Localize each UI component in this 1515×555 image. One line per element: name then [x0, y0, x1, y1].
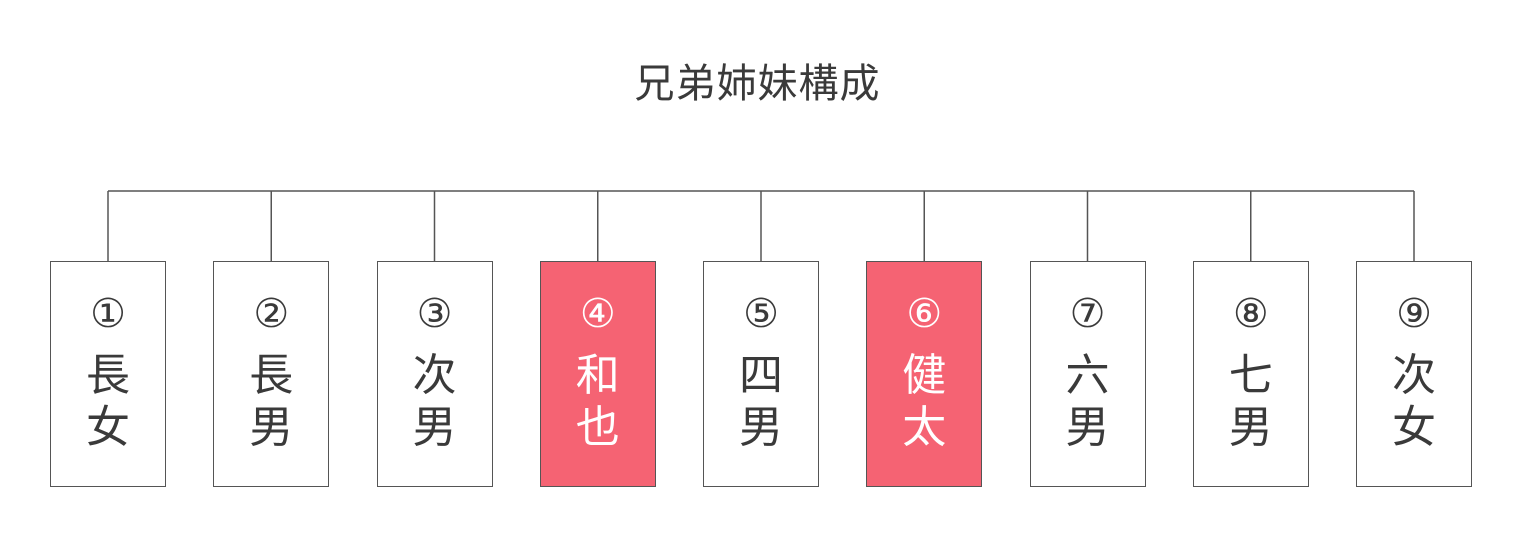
sibling-name-line2: 男	[739, 402, 783, 453]
sibling-name-line2: 男	[1065, 402, 1110, 453]
sibling-name-line1: 次	[412, 350, 457, 401]
sibling-name: 長 女	[51, 350, 165, 454]
sibling-name: 和 也	[541, 350, 655, 454]
sibling-number: ①	[90, 291, 126, 337]
sibling-number: ④	[579, 291, 616, 337]
sibling-box-2: ② 長 男	[213, 261, 330, 487]
sibling-name: 六 男	[1031, 350, 1145, 454]
sibling-name: 次 女	[1357, 350, 1471, 454]
sibling-name-line1: 七	[1228, 350, 1273, 401]
sibling-name-line1: 長	[86, 350, 130, 401]
sibling-box-1: ① 長 女	[50, 261, 166, 487]
sibling-name-line1: 長	[249, 350, 294, 401]
sibling-number: ③	[416, 291, 453, 337]
sibling-name-line2: 女	[86, 402, 130, 453]
sibling-name-line2: 女	[1392, 402, 1436, 453]
sibling-name-line1: 四	[739, 350, 783, 401]
sibling-number: ⑤	[743, 291, 779, 337]
sibling-number: ⑨	[1396, 291, 1432, 337]
sibling-box-4: ④ 和 也	[539, 261, 656, 487]
sibling-name-line2: 太	[902, 402, 947, 453]
sibling-number: ②	[253, 291, 290, 337]
sibling-name: 四 男	[704, 350, 818, 454]
sibling-number: ⑧	[1232, 291, 1269, 337]
sibling-box-8: ⑧ 七 男	[1192, 261, 1309, 487]
sibling-box-3: ③ 次 男	[376, 261, 493, 487]
sibling-number: ⑦	[1069, 291, 1106, 337]
sibling-name-line1: 和	[575, 350, 620, 401]
sibling-name-line2: 男	[412, 402, 457, 453]
sibling-box-9: ⑨ 次 女	[1356, 261, 1472, 487]
sibling-name: 健 太	[867, 350, 981, 454]
sibling-name-line2: 男	[1228, 402, 1273, 453]
sibling-box-7: ⑦ 六 男	[1029, 261, 1146, 487]
sibling-name-line2: 也	[575, 402, 620, 453]
sibling-name-line1: 次	[1392, 350, 1436, 401]
sibling-box-5: ⑤ 四 男	[703, 261, 819, 487]
sibling-name: 長 男	[214, 350, 328, 454]
sibling-name: 次 男	[378, 350, 492, 454]
sibling-name-line1: 健	[902, 350, 947, 401]
sibling-number: ⑥	[906, 291, 943, 337]
sibling-name-line2: 男	[249, 402, 294, 453]
sibling-name-line1: 六	[1065, 350, 1110, 401]
sibling-name: 七 男	[1194, 350, 1308, 454]
sibling-box-6: ⑥ 健 太	[866, 261, 983, 487]
diagram-title: 兄弟姉妹構成	[634, 61, 881, 107]
